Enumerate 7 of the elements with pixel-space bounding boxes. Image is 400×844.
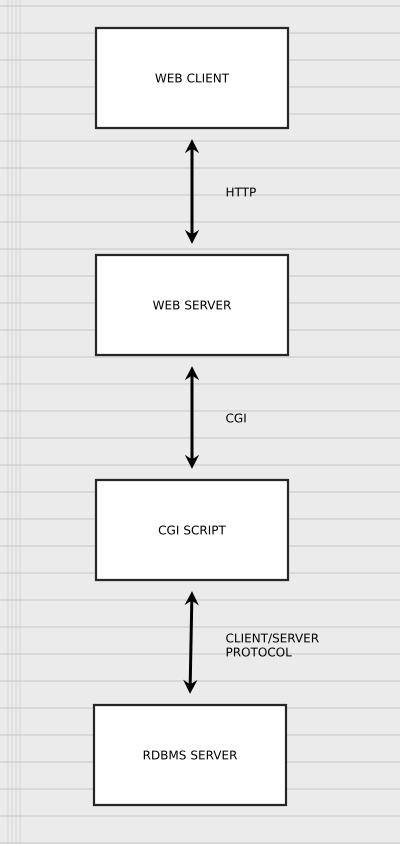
process-box: CGI SCRIPT xyxy=(94,478,290,582)
process-box: WEB SERVER xyxy=(94,254,290,356)
edge-label: CGI xyxy=(226,413,246,423)
process-box: WEB CLIENT xyxy=(94,26,290,130)
edge-label: HTTP xyxy=(226,188,256,196)
edge-label: CLIENT/SERVER PROTOCOL xyxy=(226,633,319,657)
process-box: RDBMS SERVER xyxy=(92,704,288,806)
